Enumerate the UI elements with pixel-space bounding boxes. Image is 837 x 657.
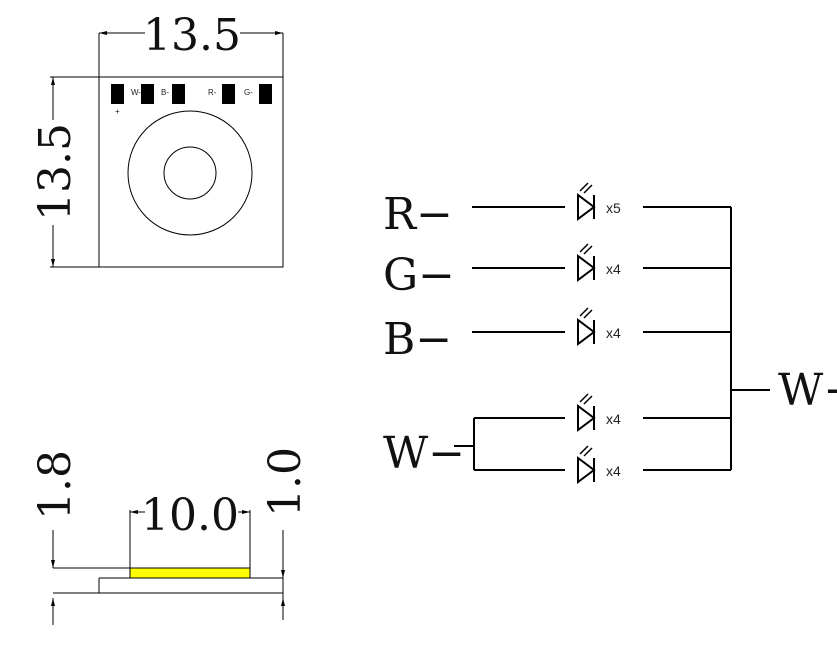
width-arrow-right bbox=[275, 31, 283, 35]
channel-label-w: W− bbox=[383, 428, 465, 479]
width-arrow-left bbox=[99, 31, 107, 35]
package-outline bbox=[98, 76, 284, 268]
multiplier-r: x5 bbox=[606, 200, 621, 216]
multiplier-w1: x4 bbox=[606, 411, 621, 427]
pad-label-r: R- bbox=[208, 88, 217, 97]
left-height-dimension: 1.8 bbox=[30, 450, 81, 520]
pad-w bbox=[111, 84, 124, 104]
height-arrow-top bbox=[51, 77, 55, 85]
pad-g bbox=[259, 84, 272, 104]
right-height-dimension: 1.0 bbox=[260, 447, 311, 517]
emitter bbox=[129, 567, 251, 579]
pad-label-b: B- bbox=[161, 88, 169, 97]
lens-inner-circle bbox=[163, 146, 217, 200]
multiplier-w2: x4 bbox=[606, 463, 621, 479]
emitter-arrow-right bbox=[242, 510, 250, 514]
common-label: W+ bbox=[778, 365, 837, 416]
channel-label-b: B− bbox=[383, 314, 452, 365]
pad-w2 bbox=[141, 84, 154, 104]
channel-label-g: G− bbox=[383, 250, 455, 301]
emitter-width-dimension: 10.0 bbox=[141, 490, 239, 541]
pad-b bbox=[172, 84, 185, 104]
schematic: W+ R− x5 G− x4 B− x bbox=[383, 182, 837, 484]
width-dimension: 13.5 bbox=[143, 10, 241, 61]
pad-label-g: G- bbox=[244, 88, 253, 97]
plus-mark: + bbox=[115, 107, 120, 116]
led-icon-w2 bbox=[577, 445, 596, 484]
height-arrow-bottom bbox=[51, 259, 55, 267]
led-icon-r bbox=[577, 182, 596, 221]
lens-outer-circle bbox=[127, 110, 253, 236]
top-view: 13.5 13.5 W- B- R- G- + bbox=[30, 10, 284, 268]
led-icon-g bbox=[577, 243, 596, 282]
emitter-arrow-left bbox=[130, 510, 138, 514]
channel-label-r: R− bbox=[383, 189, 453, 240]
side-view: 10.0 1.8 1.0 bbox=[30, 447, 311, 625]
pad-r bbox=[222, 84, 235, 104]
led-icon-w1 bbox=[577, 393, 596, 432]
led-icon-b bbox=[577, 307, 596, 346]
multiplier-g: x4 bbox=[606, 261, 621, 277]
pad-label-w: W- bbox=[131, 88, 141, 97]
height-dimension: 13.5 bbox=[30, 123, 81, 221]
multiplier-b: x4 bbox=[606, 325, 621, 341]
